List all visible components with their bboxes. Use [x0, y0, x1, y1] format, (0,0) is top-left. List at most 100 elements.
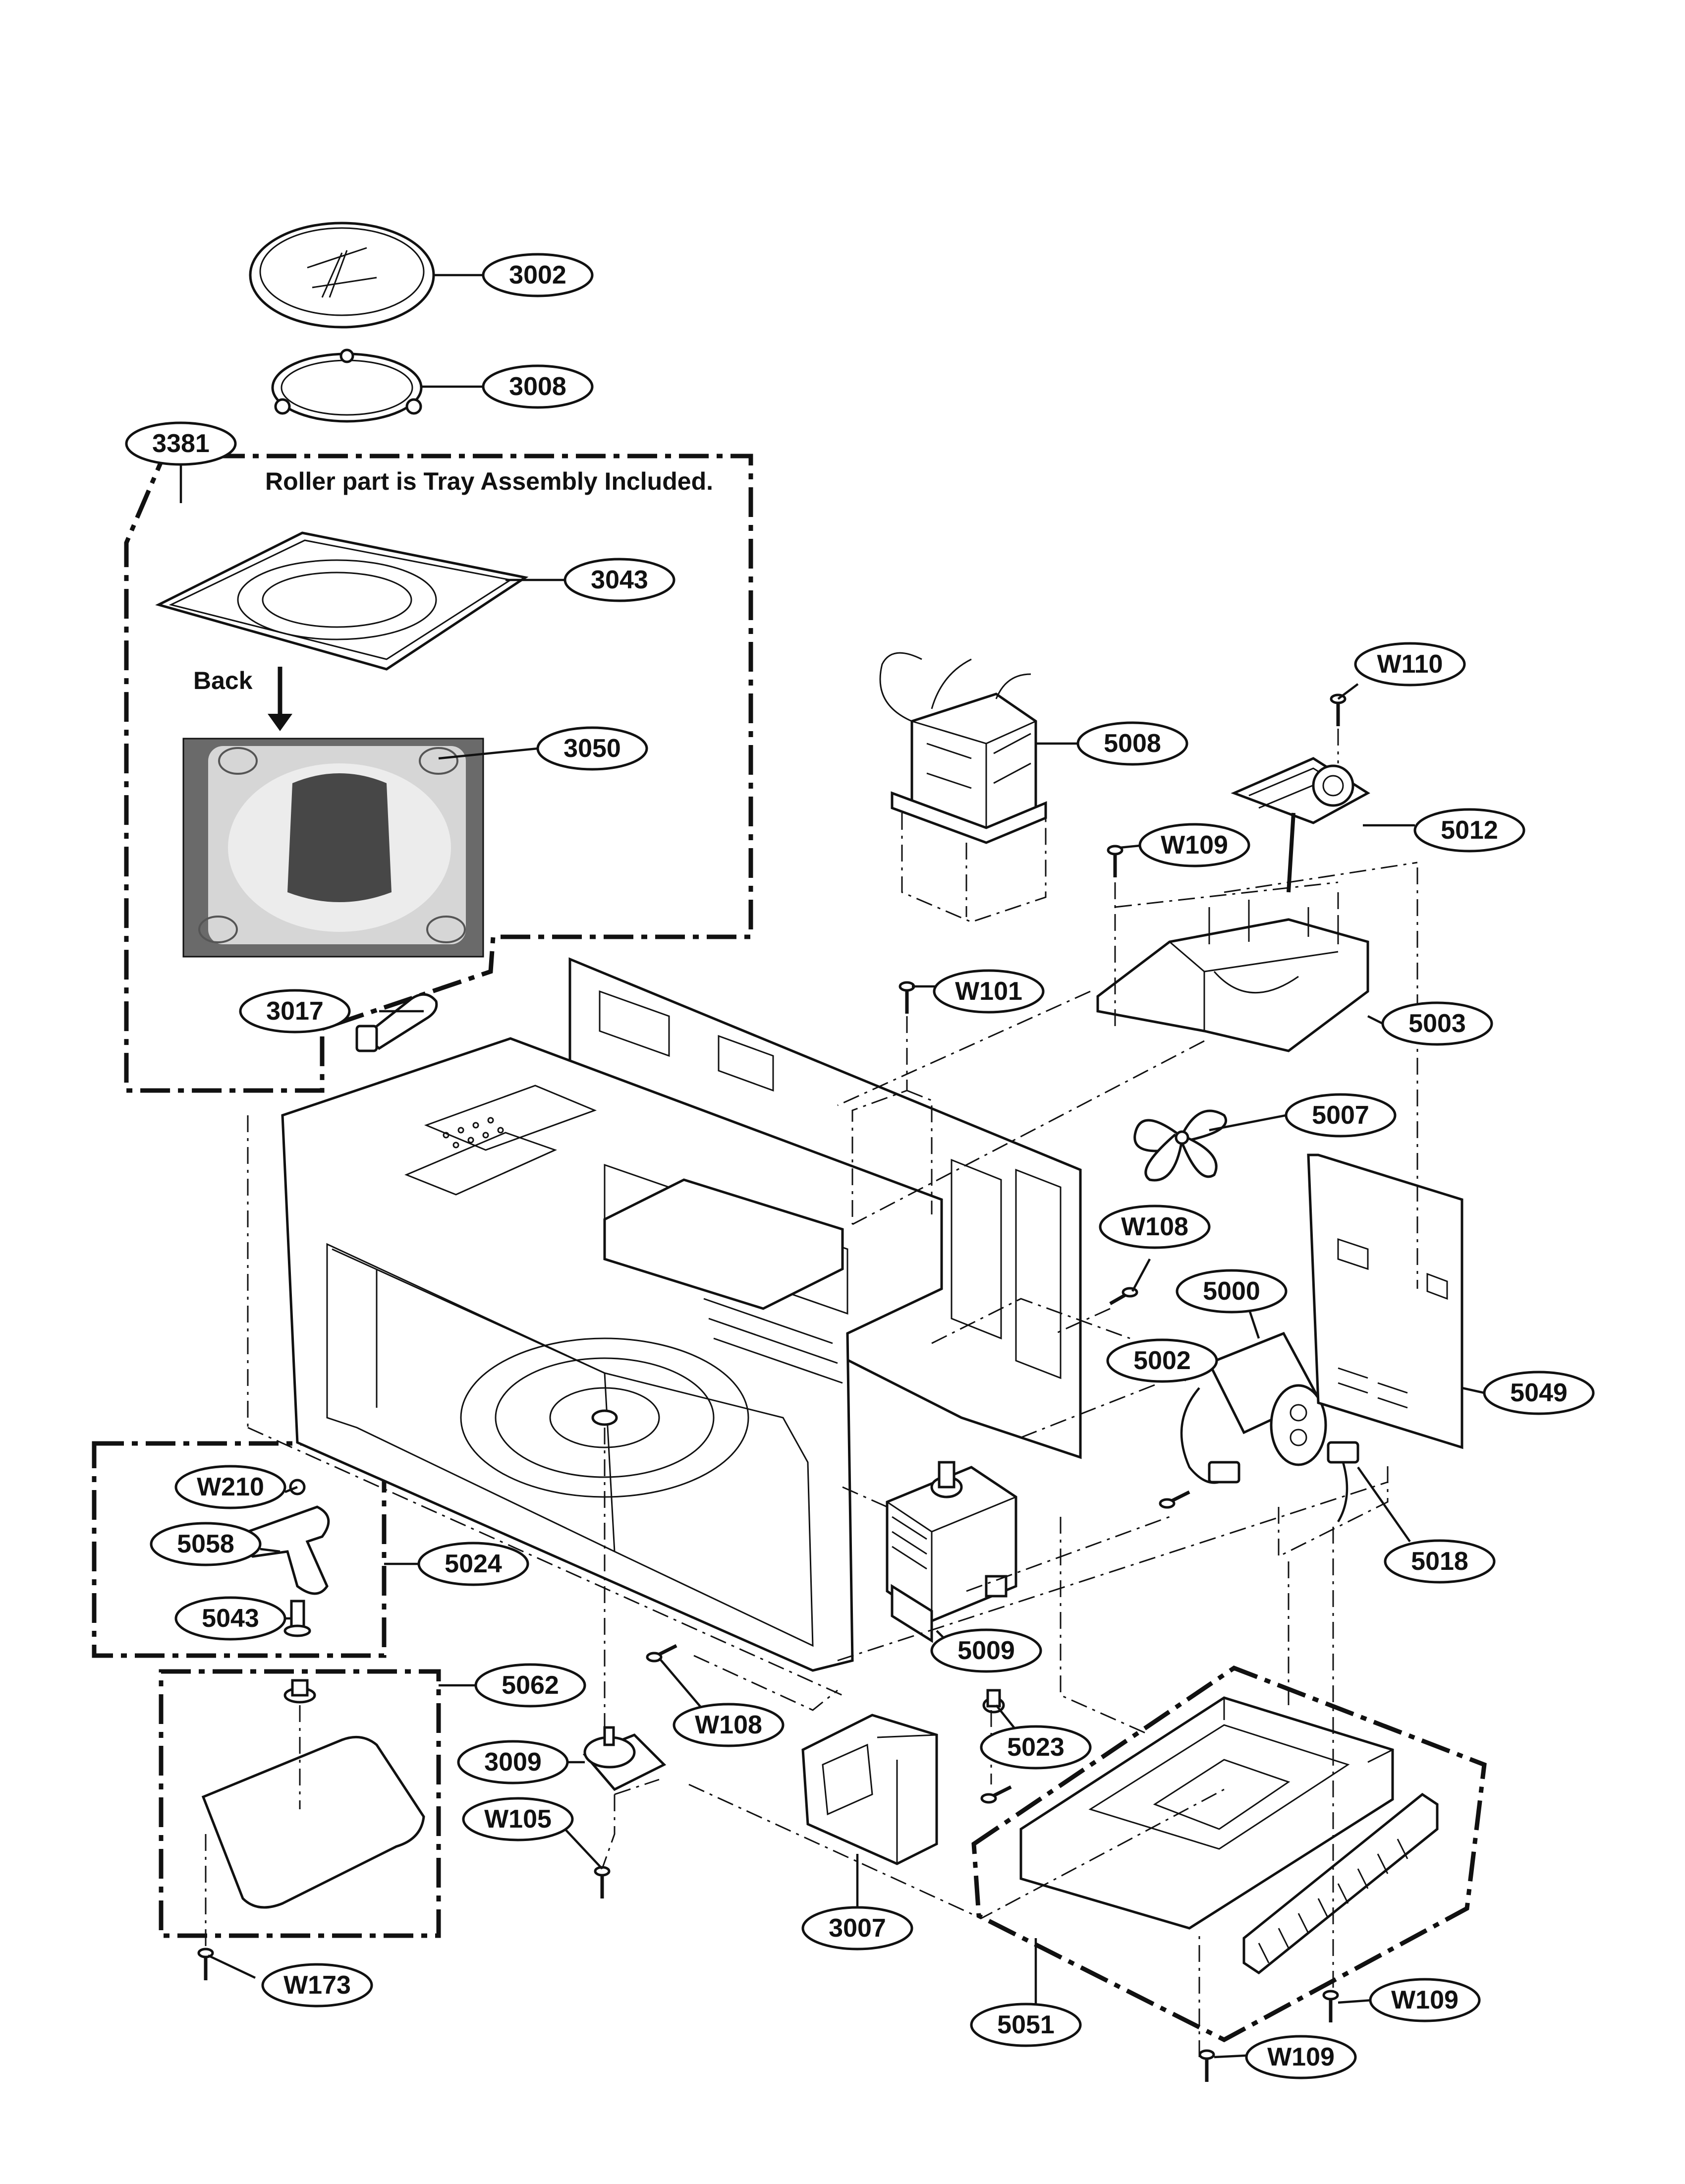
callout-5051: 5051 [970, 2003, 1082, 2047]
screw-w109-bottom [1198, 2049, 1215, 2082]
callout-label: 5058 [177, 1530, 234, 1558]
thermal-fuse-part [1327, 1441, 1359, 1523]
callout-label: 5012 [1441, 816, 1498, 845]
callout-3007: 3007 [801, 1906, 913, 1951]
back-arrow-icon [268, 667, 292, 731]
magnetron-part [886, 1461, 1017, 1643]
waveguide-part [801, 1714, 938, 1865]
callout-3002: 3002 [482, 253, 594, 297]
callout-label: 3017 [266, 997, 324, 1026]
glass-tray-part [249, 222, 435, 329]
callout-w108-right: W108 [1099, 1205, 1211, 1249]
roller-ring-part [271, 348, 423, 423]
callout-label: W105 [484, 1805, 552, 1834]
callout-w173: W173 [261, 1963, 373, 2008]
assembly-guide-lines [205, 729, 1418, 2057]
callout-label: 5003 [1408, 1009, 1466, 1038]
callout-label: W109 [1391, 1986, 1459, 2014]
screw-w109-top [1107, 845, 1123, 877]
base-plate-part [1019, 1696, 1394, 1930]
stirrer-blade-part [242, 1479, 330, 1637]
callout-5018: 5018 [1384, 1539, 1496, 1584]
grease-filter-part [1242, 1792, 1439, 1975]
hv-diode-part [1180, 1387, 1240, 1484]
callout-w109-bottom: W109 [1245, 2035, 1357, 2079]
callout-w110: W110 [1354, 642, 1466, 687]
screw-w110 [1330, 693, 1347, 726]
callout-label: W108 [695, 1711, 762, 1739]
callout-3008: 3008 [482, 364, 594, 409]
tray-back-photo [182, 738, 484, 958]
cavity-body-part [281, 1037, 943, 1672]
callout-label: 3381 [152, 429, 210, 458]
callout-w108-mag: W108 [673, 1703, 785, 1747]
callout-w210: W210 [174, 1465, 286, 1509]
callout-label: 5051 [997, 2011, 1055, 2039]
callout-5058: 5058 [150, 1522, 262, 1566]
stirrer-cover-part [201, 1679, 425, 1909]
callout-label: W101 [955, 977, 1022, 1006]
thermostat-part [982, 1689, 1005, 1714]
callout-label: 5008 [1104, 729, 1161, 758]
screw-w101 [899, 981, 915, 1014]
callout-5049: 5049 [1483, 1371, 1595, 1415]
callout-3017: 3017 [239, 989, 351, 1034]
screw-w108-mag [646, 1644, 677, 1663]
callout-label: 5024 [445, 1550, 502, 1578]
callout-label: 3009 [484, 1748, 542, 1777]
callout-5012: 5012 [1413, 808, 1525, 853]
callout-5062: 5062 [474, 1663, 586, 1708]
stirrer-group-box [92, 1441, 387, 1658]
tray-assembly-group-box [124, 454, 753, 1093]
callout-label: 3007 [829, 1914, 886, 1943]
callout-label: W108 [1121, 1212, 1188, 1241]
cover-group-box [159, 1669, 441, 1938]
fan-bracket-part [1096, 900, 1369, 1052]
callout-5023: 5023 [980, 1725, 1092, 1770]
callout-w101: W101 [933, 969, 1045, 1014]
roller-wheel-part [355, 993, 438, 1052]
callout-label: 3008 [509, 372, 566, 401]
leader-lines [179, 274, 1485, 2059]
fan-blade-part [1133, 1109, 1228, 1182]
tray-support-part [155, 531, 529, 671]
callout-label: W109 [1267, 2043, 1335, 2071]
screw-w173 [197, 1948, 214, 1980]
callout-label: 5007 [1312, 1101, 1369, 1130]
callout-label: 5049 [1510, 1379, 1568, 1407]
callout-3009: 3009 [457, 1740, 569, 1784]
callout-label: 5062 [502, 1671, 559, 1700]
callout-5024: 5024 [417, 1542, 529, 1586]
callout-label: 5023 [1007, 1733, 1065, 1762]
callout-w105: W105 [462, 1797, 574, 1841]
screw-diode [1159, 1490, 1190, 1509]
stirrer-motor-part [582, 1726, 667, 1791]
callout-label: W109 [1161, 831, 1228, 860]
callout-label: 5018 [1411, 1547, 1468, 1576]
callout-label: W173 [283, 1971, 351, 2000]
callout-label: 3050 [563, 734, 621, 763]
tray-note-text: Roller part is Tray Assembly Included. [265, 467, 713, 495]
callout-label: 3043 [591, 566, 648, 594]
callout-w109-top: W109 [1138, 823, 1250, 867]
screw-w105 [594, 1866, 611, 1898]
callout-label: 5000 [1203, 1277, 1260, 1306]
callout-label: 3002 [509, 261, 566, 289]
side-panel-part [1307, 1153, 1463, 1449]
callout-3381: 3381 [125, 421, 237, 466]
callout-5000: 5000 [1176, 1269, 1288, 1314]
callout-label: 5043 [202, 1604, 259, 1633]
callout-3043: 3043 [563, 558, 675, 602]
callout-5008: 5008 [1076, 721, 1188, 766]
callout-label: W210 [197, 1473, 264, 1501]
callout-label: W110 [1377, 650, 1443, 679]
callout-label: 5002 [1133, 1346, 1191, 1375]
callout-5009: 5009 [930, 1628, 1042, 1673]
base-plate-group-box [971, 1665, 1487, 2043]
back-label: Back [193, 667, 253, 694]
callout-3050: 3050 [536, 726, 648, 771]
transformer-part [879, 652, 1047, 844]
callout-5043: 5043 [174, 1596, 286, 1641]
callout-5003: 5003 [1381, 1001, 1493, 1046]
